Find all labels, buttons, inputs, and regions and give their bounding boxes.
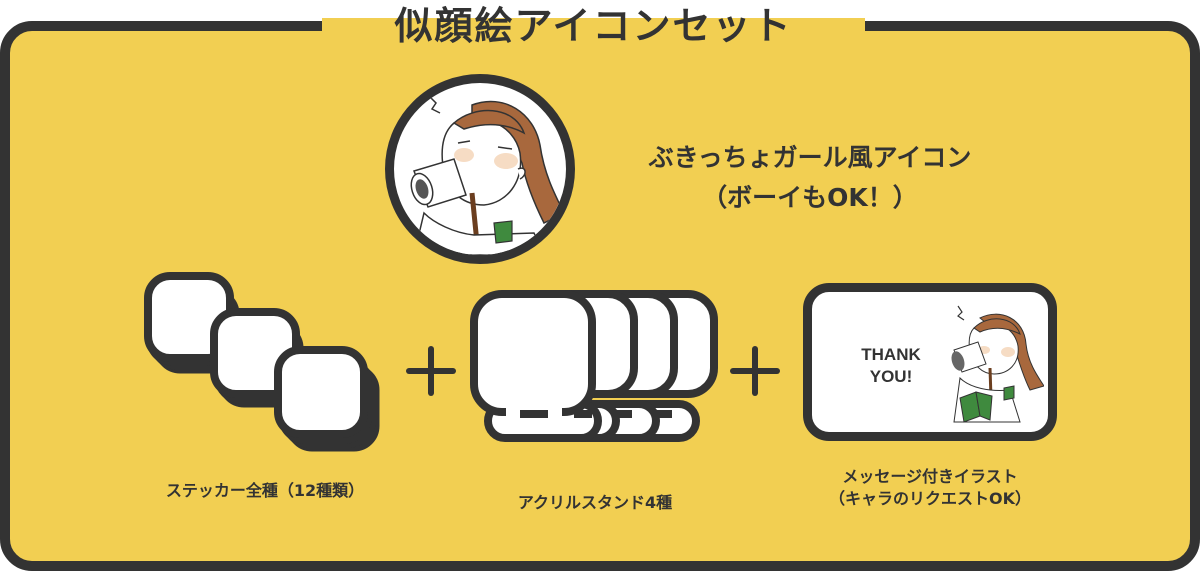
girl-drinking-illustration [410, 96, 566, 255]
plus-operator-2 [730, 346, 780, 396]
acrylic-stand-icon [470, 290, 718, 442]
sticker-stack-icon [144, 272, 380, 452]
page-title: 似顔絵アイコンセット [394, 4, 793, 48]
thank-you-text: THANK YOU! [861, 345, 921, 386]
icon-headline: ぶきっちょガール風アイコン （ボーイもOK！） [600, 138, 1020, 218]
portrait-icon [385, 74, 575, 264]
headline-line1: ぶきっちょガール風アイコン [648, 143, 972, 172]
headline-line2: （ボーイもOK！） [702, 183, 918, 212]
girl-reading-illustration [951, 305, 1044, 423]
sticker-caption: ステッカー全種（12種類） [165, 481, 365, 500]
message-illustration-caption: メッセージ付きイラスト （キャラのリクエストOK） [828, 467, 1031, 508]
message-card-icon: THANK YOU! [803, 283, 1057, 441]
acrylic-stand-caption: アクリルスタンド4種 [517, 493, 673, 512]
title-gap [322, 0, 865, 34]
plus-operator-1 [406, 346, 456, 396]
